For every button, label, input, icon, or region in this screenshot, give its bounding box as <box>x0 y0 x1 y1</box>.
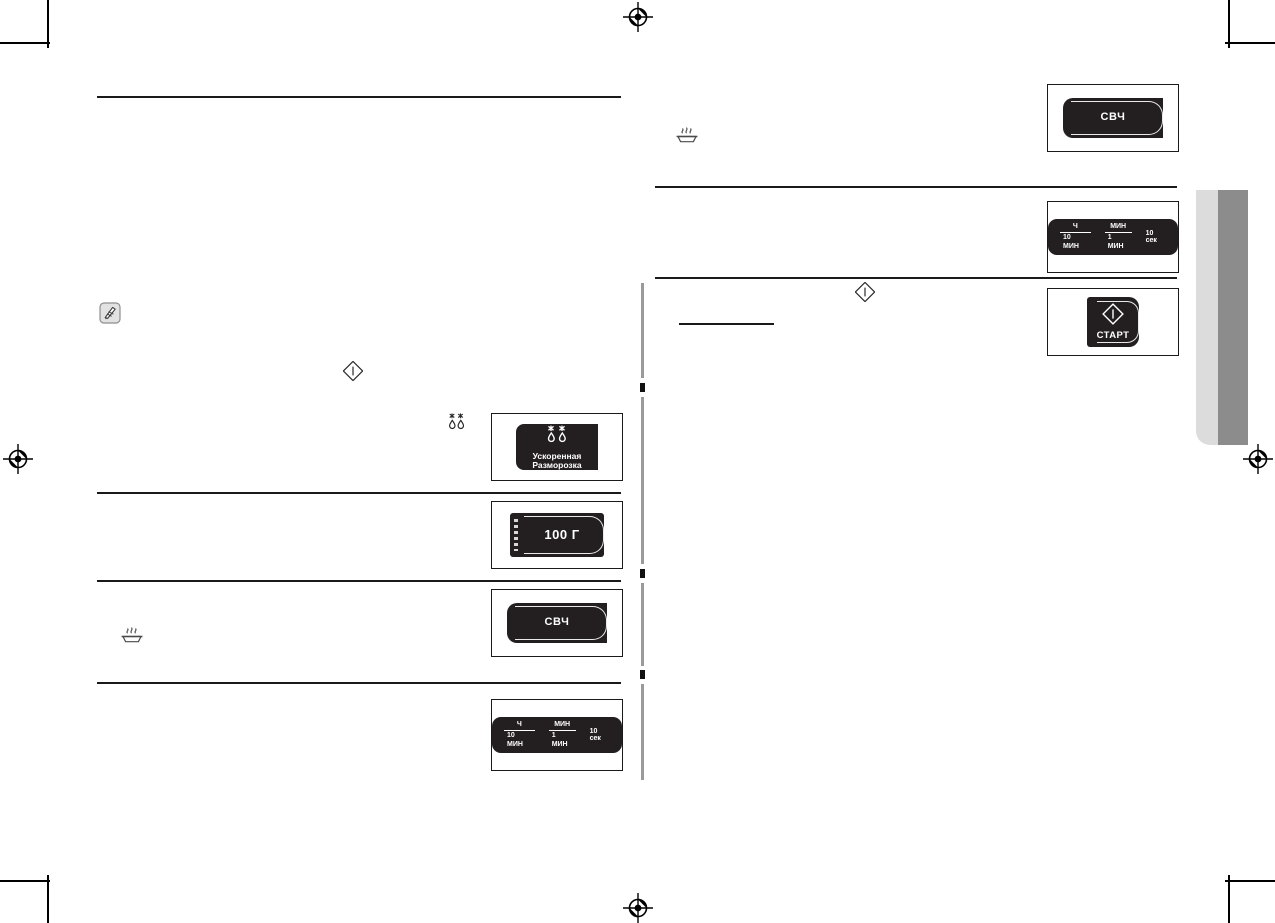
illustration-box-defrost-key: Ускоренная Разморозка <box>491 413 623 481</box>
illustration-box-microwave-key-right: СВЧ <box>1047 84 1179 152</box>
illustration-box-microwave-key-left: СВЧ <box>491 589 623 657</box>
left-rule-after-weight <box>97 580 621 582</box>
time-key-hour-num: Ч <box>516 721 522 729</box>
caption-underline <box>679 323 774 325</box>
crop-mark-bottom-right-v <box>1228 875 1230 923</box>
weight-key-scale-rail <box>514 519 518 551</box>
time-key-hour-den: 10 МИН <box>1060 232 1091 250</box>
gutter-tick-2 <box>640 569 645 578</box>
gutter-divider-segment-2 <box>641 397 644 564</box>
time-key-minute-segment: МИН 1 МИН <box>1104 223 1132 250</box>
time-key-hour-num: Ч <box>1072 223 1078 231</box>
chapter-thumb-tab-dark <box>1218 190 1248 445</box>
time-key-minute-den: 1 МИН <box>548 730 576 748</box>
note-pencil-icon <box>99 302 121 329</box>
illustration-box-weight-key: 100 Г <box>491 501 623 569</box>
registration-mark-bottom <box>623 893 653 923</box>
registration-mark-right <box>1243 444 1273 474</box>
defrost-key-icon <box>542 424 572 451</box>
start-diamond-icon <box>342 360 364 386</box>
illustration-box-time-key-left: Ч 10 МИН МИН 1 МИН 10 сек <box>491 699 623 771</box>
registration-mark-left <box>3 444 33 474</box>
defrost-snowflake-drop-icon <box>446 411 468 438</box>
time-setting-key[interactable]: Ч 10 МИН МИН 1 МИН 10 сек <box>1048 219 1178 255</box>
gutter-divider-segment-4 <box>641 684 644 780</box>
crop-mark-top-right-v <box>1228 0 1230 48</box>
start-key[interactable]: СТАРТ <box>1087 297 1139 347</box>
crop-mark-top-left-h <box>0 42 50 44</box>
crop-mark-bottom-left-v <box>47 875 49 923</box>
crop-mark-bottom-left-h <box>0 880 50 882</box>
right-rule-top <box>655 186 1177 188</box>
crop-mark-top-left-v <box>47 0 49 48</box>
gutter-tick-1 <box>640 383 645 392</box>
time-key-second-segment: 10 сек <box>1145 230 1157 244</box>
left-rule-after-microwave <box>97 682 621 684</box>
time-key-minute-segment: МИН 1 МИН <box>548 721 576 748</box>
weight-100g-key[interactable]: 100 Г <box>510 513 604 557</box>
time-key-minute-num: МИН <box>1110 223 1127 231</box>
microwave-key[interactable]: СВЧ <box>1063 98 1163 138</box>
microwave-dish-waves-icon <box>120 626 144 651</box>
microwave-key-label: СВЧ <box>544 616 570 629</box>
crop-mark-bottom-right-h <box>1225 880 1275 882</box>
right-rule-after-time <box>655 277 1177 279</box>
defrost-key-label-line2: Разморозка <box>532 460 582 470</box>
time-key-second-segment: 10 сек <box>589 728 601 742</box>
start-key-label: СТАРТ <box>1096 330 1130 341</box>
start-diamond-icon <box>854 281 876 307</box>
crop-mark-top-right-h <box>1225 42 1275 44</box>
time-key-hour-segment: Ч 10 МИН <box>1060 223 1091 250</box>
gutter-divider-segment-3 <box>641 583 644 666</box>
gutter-tick-3 <box>640 670 645 679</box>
time-key-hour-segment: Ч 10 МИН <box>504 721 535 748</box>
left-rule-top <box>97 96 621 98</box>
time-key-minute-num: МИН <box>554 721 571 729</box>
weight-key-label: 100 Г <box>544 527 580 543</box>
microwave-key[interactable]: СВЧ <box>507 603 607 643</box>
illustration-box-start-key: СТАРТ <box>1047 288 1179 356</box>
defrost-key-label-line1: Ускоренная <box>532 451 582 462</box>
microwave-dish-waves-icon <box>675 126 699 151</box>
time-setting-key[interactable]: Ч 10 МИН МИН 1 МИН 10 сек <box>492 717 622 753</box>
registration-mark-top <box>623 2 653 32</box>
gutter-divider-segment-1 <box>641 283 644 378</box>
microwave-key-label: СВЧ <box>1100 111 1126 124</box>
power-defrost-key[interactable]: Ускоренная Разморозка <box>516 424 598 470</box>
time-key-hour-den: 10 МИН <box>504 730 535 748</box>
left-rule-after-defrost <box>97 492 621 494</box>
illustration-box-time-key-right: Ч 10 МИН МИН 1 МИН 10 сек <box>1047 201 1179 273</box>
time-key-minute-den: 1 МИН <box>1104 232 1132 250</box>
